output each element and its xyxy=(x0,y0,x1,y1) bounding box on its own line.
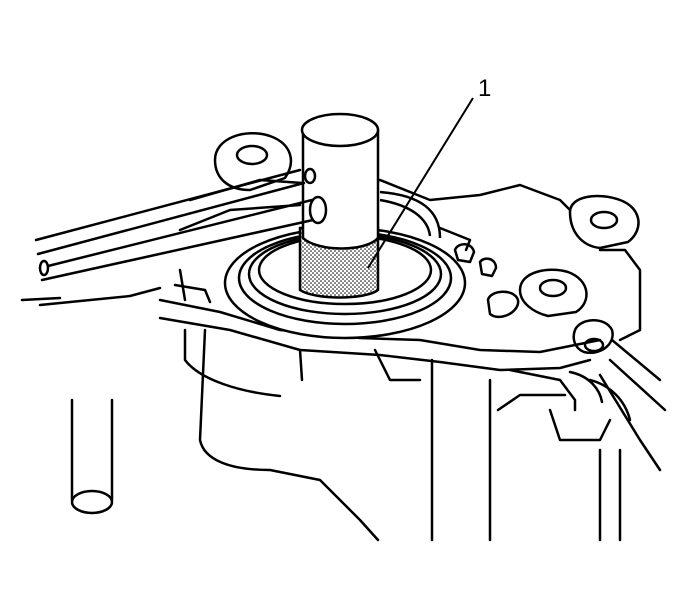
hammer-icon xyxy=(20,112,380,307)
callout-label: 1 xyxy=(478,75,491,102)
callout-1: 1 xyxy=(367,75,491,269)
housing-icon xyxy=(158,132,667,542)
callout-leader-line xyxy=(367,97,474,269)
shaft-stub xyxy=(70,398,114,515)
